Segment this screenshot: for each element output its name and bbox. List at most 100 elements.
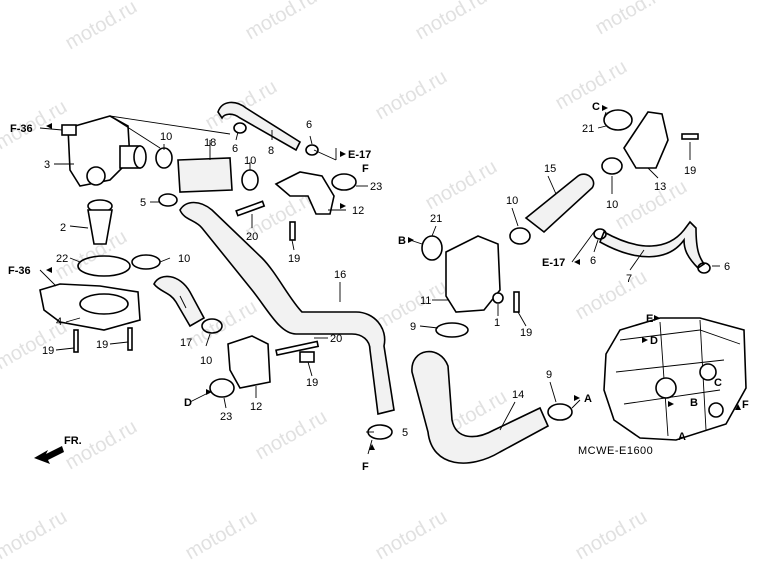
- hose-clamp: [601, 157, 623, 175]
- thermostat-housing-assembly: [39, 115, 178, 353]
- callout-label: D: [650, 335, 658, 347]
- hose-clamp: [697, 262, 711, 274]
- callout-label: A: [678, 431, 686, 443]
- watermark: motod.ru: [252, 406, 331, 465]
- water-joint-12: [274, 171, 335, 215]
- hose-clamp: [158, 193, 178, 207]
- arrow-icon: [574, 259, 580, 265]
- water-hose-17: [153, 275, 206, 328]
- callout-label: 19: [288, 253, 300, 265]
- callout-label: C: [592, 101, 600, 113]
- callout-label: F: [362, 163, 369, 175]
- watermark: motod.ru: [612, 176, 691, 235]
- callout-label: 12: [250, 401, 262, 413]
- callout-label: 18: [204, 137, 216, 149]
- watermark: motod.ru: [592, 0, 671, 39]
- watermark: motod.ru: [412, 0, 491, 44]
- callout-label: 19: [42, 345, 54, 357]
- callout-label: 13: [654, 181, 666, 193]
- hose-clamp: [435, 322, 469, 338]
- bolt: [289, 221, 296, 241]
- callout-labels: F-36 F-36 E-17 E-17 3 2 22 4 19 19 10 5 …: [8, 101, 749, 473]
- arrow-icon: [408, 237, 414, 243]
- housing-nipple: [61, 124, 77, 136]
- direction-label: FR.: [64, 435, 82, 447]
- callout-label: 19: [684, 165, 696, 177]
- watermark-layer: motod.ru motod.ru motod.ru motod.ru moto…: [0, 0, 701, 564]
- callout-label: 16: [334, 269, 346, 281]
- callout-label: E: [646, 313, 653, 325]
- bolt-head: [299, 351, 315, 363]
- bolt: [127, 327, 133, 351]
- arrow-icon: [574, 395, 580, 401]
- engine-outline: [603, 317, 747, 441]
- callout-label: F-36: [8, 265, 31, 277]
- callout-label: C: [714, 377, 722, 389]
- callout-label: 3: [44, 159, 50, 171]
- o-ring: [421, 235, 443, 261]
- bolt: [275, 340, 320, 357]
- arrow-icon: [735, 404, 741, 410]
- water-hose-18: [177, 157, 233, 193]
- bolt: [681, 133, 699, 140]
- o-ring: [209, 378, 235, 398]
- breather-pipe-8: [217, 101, 302, 152]
- callout-label: F: [362, 461, 369, 473]
- arrow-icon: [668, 401, 674, 407]
- watermark: motod.ru: [62, 0, 141, 54]
- callout-label: 19: [96, 339, 108, 351]
- thermostat-body: [87, 209, 113, 245]
- watermark: motod.ru: [0, 506, 71, 565]
- callout-label: 10: [606, 199, 618, 211]
- callout-label: 21: [430, 213, 442, 225]
- callout-label: 10: [506, 195, 518, 207]
- callout-label: D: [184, 397, 192, 409]
- arrow-icons: [46, 105, 741, 450]
- water-hose-16: [179, 201, 395, 415]
- water-hose-14: [411, 350, 550, 464]
- callout-label: 6: [232, 143, 238, 155]
- engine-port: [655, 377, 677, 399]
- breather-pipe-7: [598, 220, 706, 270]
- callout-label: 9: [410, 321, 416, 333]
- hose-clamp: [155, 147, 173, 169]
- callout-label: 9: [546, 369, 552, 381]
- o-ring: [331, 173, 357, 191]
- callout-label: 22: [56, 253, 68, 265]
- watermark: motod.ru: [572, 506, 651, 565]
- hose-clamp: [241, 169, 259, 191]
- engine-block: [603, 317, 747, 441]
- arrow-icon: [602, 105, 608, 111]
- water-joint-12-lower: [227, 335, 271, 389]
- arrow-icon: [46, 123, 52, 129]
- water-joint-13: [623, 111, 669, 169]
- callout-label: E-17: [542, 257, 565, 269]
- callout-label: 7: [626, 273, 632, 285]
- callout-label: A: [584, 393, 592, 405]
- hose-clamp: [547, 403, 573, 421]
- arrow-icon: [46, 267, 52, 273]
- callout-label: 23: [220, 411, 232, 423]
- callout-label: 12: [352, 205, 364, 217]
- hose-clamp: [305, 144, 319, 156]
- arrow-icon: [654, 315, 660, 321]
- o-ring: [77, 255, 131, 277]
- callout-label: B: [690, 397, 698, 409]
- sensor-1: [492, 292, 504, 304]
- callout-label: E-17: [348, 149, 371, 161]
- front-direction-indicator: FR.: [34, 435, 82, 464]
- callout-label: 4: [56, 316, 62, 328]
- callout-label: 6: [306, 119, 312, 131]
- callout-label: 19: [306, 377, 318, 389]
- watermark: motod.ru: [422, 156, 501, 215]
- diagram-code: MCWE-E1600: [578, 445, 653, 457]
- callout-label: 10: [160, 131, 172, 143]
- callout-label: 11: [420, 295, 431, 307]
- callout-label: F-36: [10, 123, 33, 135]
- watermark: motod.ru: [242, 0, 321, 44]
- callout-label: 1: [494, 317, 500, 329]
- hose-clamp: [131, 254, 161, 270]
- watermark: motod.ru: [372, 66, 451, 125]
- engine-port: [708, 402, 724, 418]
